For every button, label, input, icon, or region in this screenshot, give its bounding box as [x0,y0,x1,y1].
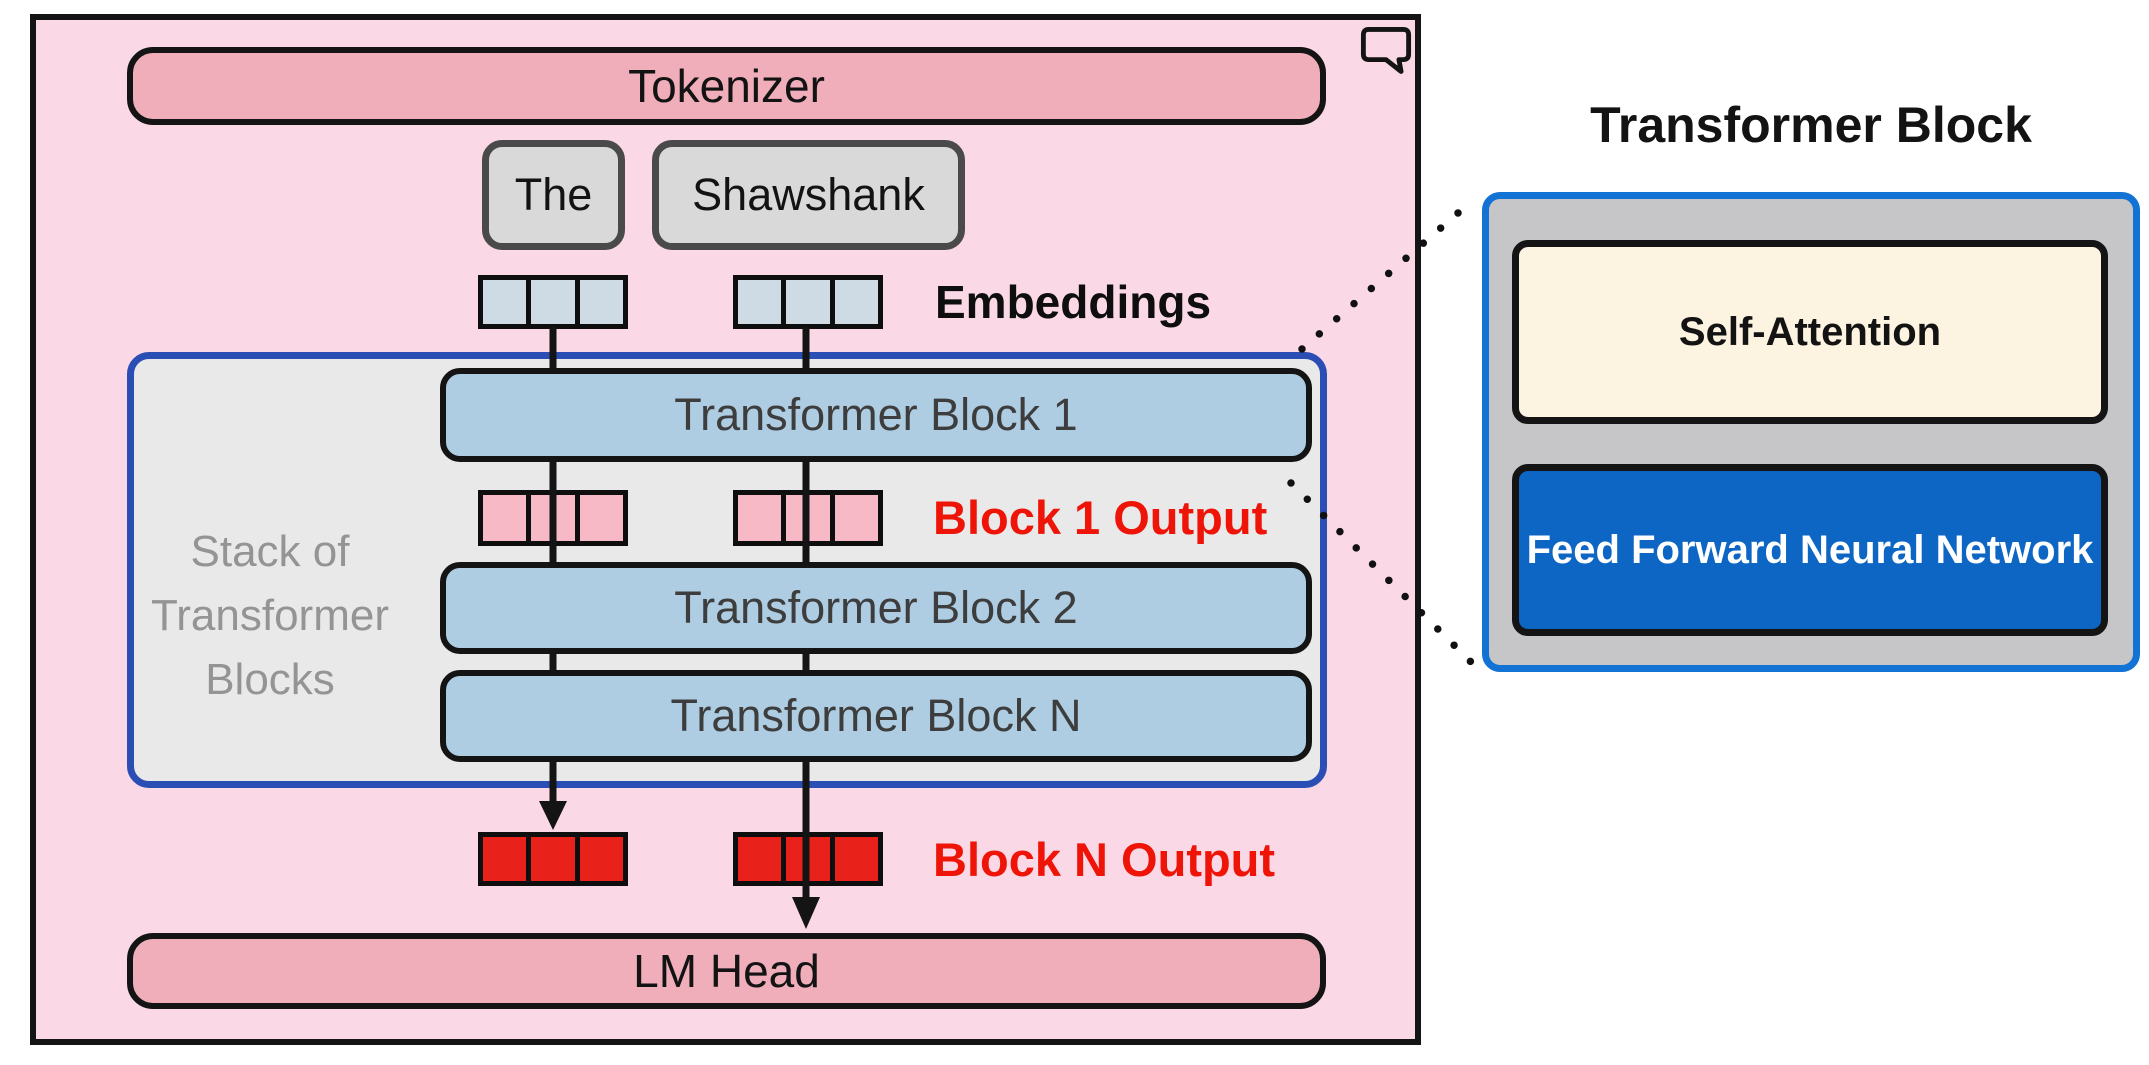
output-cell [834,837,878,881]
feed-forward-box: Feed Forward Neural Network [1512,464,2108,636]
output-cell [834,495,878,541]
output-cell [738,495,782,541]
block1-output-vector-2 [733,490,883,546]
transformer-block-1: Transformer Block 1 [440,368,1312,462]
embedding-cell [579,280,623,324]
feed-forward-label: Feed Forward Neural Network [1526,527,2094,572]
tokenizer-box: Tokenizer [127,47,1326,125]
output-cell [483,495,527,541]
speech-bubble-icon[interactable] [1358,26,1414,76]
output-cell [786,837,830,881]
block1-output-label: Block 1 Output [933,490,1268,544]
output-cell [579,837,623,881]
embedding-vector-1 [478,275,628,329]
blockN-output-vector-2 [733,832,883,886]
token-shawshank-label: Shawshank [692,169,925,220]
output-cell [531,495,575,541]
transformer-block-n-label: Transformer Block N [670,690,1082,741]
transformer-block-2-label: Transformer Block 2 [674,582,1078,633]
output-cell [786,495,830,541]
token-shawshank: Shawshank [652,140,965,250]
output-cell [579,495,623,541]
embedding-vector-2 [733,275,883,329]
lm-head-box: LM Head [127,933,1326,1009]
self-attention-box: Self-Attention [1512,240,2108,424]
transformer-block-2: Transformer Block 2 [440,562,1312,654]
embeddings-label: Embeddings [935,276,1212,328]
blockN-output-label: Block N Output [933,832,1276,886]
output-cell [483,837,527,881]
transformer-block-n: Transformer Block N [440,670,1312,762]
transformer-block-title: Transformer Block [1590,97,2032,153]
stack-label: Stack of Transformer Blocks [151,527,389,704]
block1-output-vector-1 [478,490,628,546]
lm-head-label: LM Head [633,945,820,997]
embedding-cell [531,280,575,324]
output-cell [531,837,575,881]
embedding-cell [834,280,878,324]
output-cell [738,837,782,881]
embedding-cell [786,280,830,324]
transformer-block-1-label: Transformer Block 1 [674,389,1078,440]
embedding-cell [483,280,527,324]
token-the: The [482,140,625,250]
self-attention-label: Self-Attention [1678,309,1942,354]
token-the-label: The [514,169,593,220]
tokenizer-label: Tokenizer [628,60,825,112]
blockN-output-vector-1 [478,832,628,886]
embedding-cell [738,280,782,324]
